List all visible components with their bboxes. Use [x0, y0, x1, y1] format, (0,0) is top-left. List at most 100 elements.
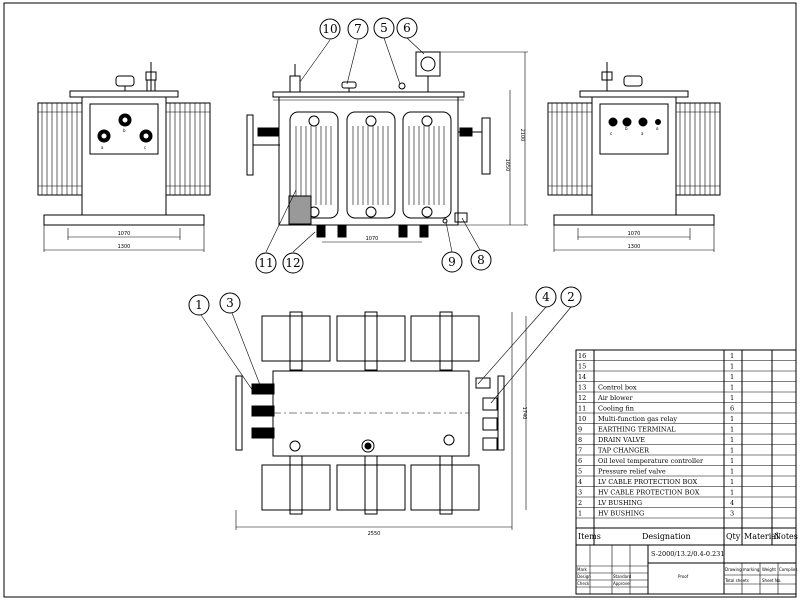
row-designation: EARTHING TERMINAL [598, 426, 676, 434]
row-qty: 1 [730, 478, 734, 486]
row-designation: LV CABLE PROTECTION BOX [598, 478, 698, 486]
row-number: 5 [578, 468, 582, 476]
col-header-qty: Qty [726, 532, 741, 541]
row-designation: Air blower [597, 394, 634, 402]
drawing-frame [3, 2, 797, 598]
balloon-3: 3 [219, 292, 241, 314]
row-number: 12 [578, 394, 586, 402]
terminal-label: c [144, 145, 146, 150]
dimension-label: 1070 [628, 231, 641, 237]
svg-text:6: 6 [403, 21, 411, 35]
row-designation: Pressure relief valve [598, 468, 666, 476]
top-view: 2550 1740 [235, 311, 527, 537]
dimension-label: 2100 [519, 129, 525, 142]
row-number: 7 [578, 447, 582, 455]
row-number: 8 [578, 436, 582, 444]
terminal-label: c [610, 131, 612, 136]
row-designation: Cooling fin [598, 405, 634, 413]
approve-label: Approve [613, 581, 630, 586]
balloon-7: 7 [347, 18, 369, 40]
svg-text:10: 10 [322, 22, 337, 36]
balloon-10: 10 [319, 18, 341, 40]
row-designation: TAP CHANGER [598, 447, 650, 455]
balloon-6: 6 [396, 17, 418, 39]
row-number: 13 [578, 384, 586, 392]
row-qty: 1 [730, 468, 734, 476]
dimension-label: 1300 [628, 244, 641, 250]
dimension-label: 1650 [504, 159, 510, 172]
row-qty: 1 [730, 352, 734, 360]
dimension-label: 1300 [118, 244, 131, 250]
row-designation: Control box [598, 384, 637, 392]
row-number: 11 [578, 405, 586, 413]
terminal-label: a [101, 145, 104, 150]
row-number: 14 [578, 373, 586, 381]
balloon-2: 2 [560, 286, 582, 308]
col-header-items: Items [578, 532, 601, 541]
title-block: S-2000/13.2/0.4-0.231 Proof Drawing mark… [575, 544, 797, 595]
standard-label: Standard [613, 574, 632, 579]
design-label: Design [577, 574, 591, 579]
svg-text:5: 5 [380, 21, 388, 35]
drawing-title: Proof [678, 574, 689, 579]
svg-text:2: 2 [567, 290, 575, 304]
balloon-12: 12 [282, 252, 304, 274]
row-designation: LV BUSHING [598, 499, 642, 507]
svg-text:4: 4 [542, 290, 550, 304]
row-qty: 4 [730, 499, 734, 507]
check-label: Check [577, 581, 590, 586]
balloon-4: 4 [535, 286, 557, 308]
dimension-label: 1740 [521, 407, 527, 420]
row-number: 6 [578, 457, 582, 465]
svg-text:9: 9 [448, 255, 456, 269]
row-qty: 6 [730, 405, 734, 413]
sheet-no-label: Sheet No. [762, 578, 781, 583]
dimension-label: 2550 [368, 531, 381, 537]
dimension-label: 1070 [366, 236, 379, 242]
row-designation: HV CABLE PROTECTION BOX [598, 489, 700, 497]
balloon-1: 1 [188, 294, 210, 316]
row-number: 16 [578, 352, 586, 360]
terminal-label: b [123, 128, 126, 133]
row-number: 10 [578, 415, 586, 423]
row-qty: 1 [730, 436, 734, 444]
terminal-label: a [641, 131, 644, 136]
row-qty: 1 [730, 415, 734, 423]
dimension-label: 1070 [118, 231, 131, 237]
balloon-8: 8 [470, 249, 492, 271]
row-number: 2 [578, 499, 582, 507]
svg-text:8: 8 [477, 253, 485, 267]
row-qty: 1 [730, 394, 734, 402]
row-number: 3 [578, 489, 582, 497]
svg-text:12: 12 [285, 256, 300, 270]
svg-text:7: 7 [354, 22, 362, 36]
terminal-label: b [625, 126, 628, 131]
row-designation: Oil level temperature controller [598, 457, 704, 465]
balloon-11: 11 [255, 252, 277, 274]
svg-text:1: 1 [195, 298, 203, 312]
row-number: 9 [578, 426, 582, 434]
scale-label: Complies [779, 567, 797, 572]
row-qty: 1 [730, 363, 734, 371]
total-sheets-label: Total sheets [724, 578, 749, 583]
row-qty: 1 [730, 447, 734, 455]
svg-text:3: 3 [226, 296, 234, 310]
row-designation: DRAIN VALVE [598, 436, 645, 444]
mark-label: Mark [577, 567, 588, 572]
row-designation: HV BUSHING [598, 510, 644, 518]
drawing-mark-label: Drawing marking [725, 567, 760, 572]
row-qty: 1 [730, 384, 734, 392]
weight-label: Weight [762, 567, 776, 572]
right-side-view: c b a o 1070 1300 [547, 62, 721, 252]
row-qty: 3 [730, 510, 734, 518]
svg-text:11: 11 [258, 256, 273, 270]
terminal-label: o [656, 126, 659, 131]
row-qty: 1 [730, 457, 734, 465]
front-view: 1070 2100 1650 [246, 51, 528, 243]
balloon-5: 5 [373, 17, 395, 39]
row-number: 1 [578, 510, 582, 518]
row-qty: 1 [730, 426, 734, 434]
row-qty: 1 [730, 373, 734, 381]
model-number: S-2000/13.2/0.4-0.231 [651, 550, 724, 558]
